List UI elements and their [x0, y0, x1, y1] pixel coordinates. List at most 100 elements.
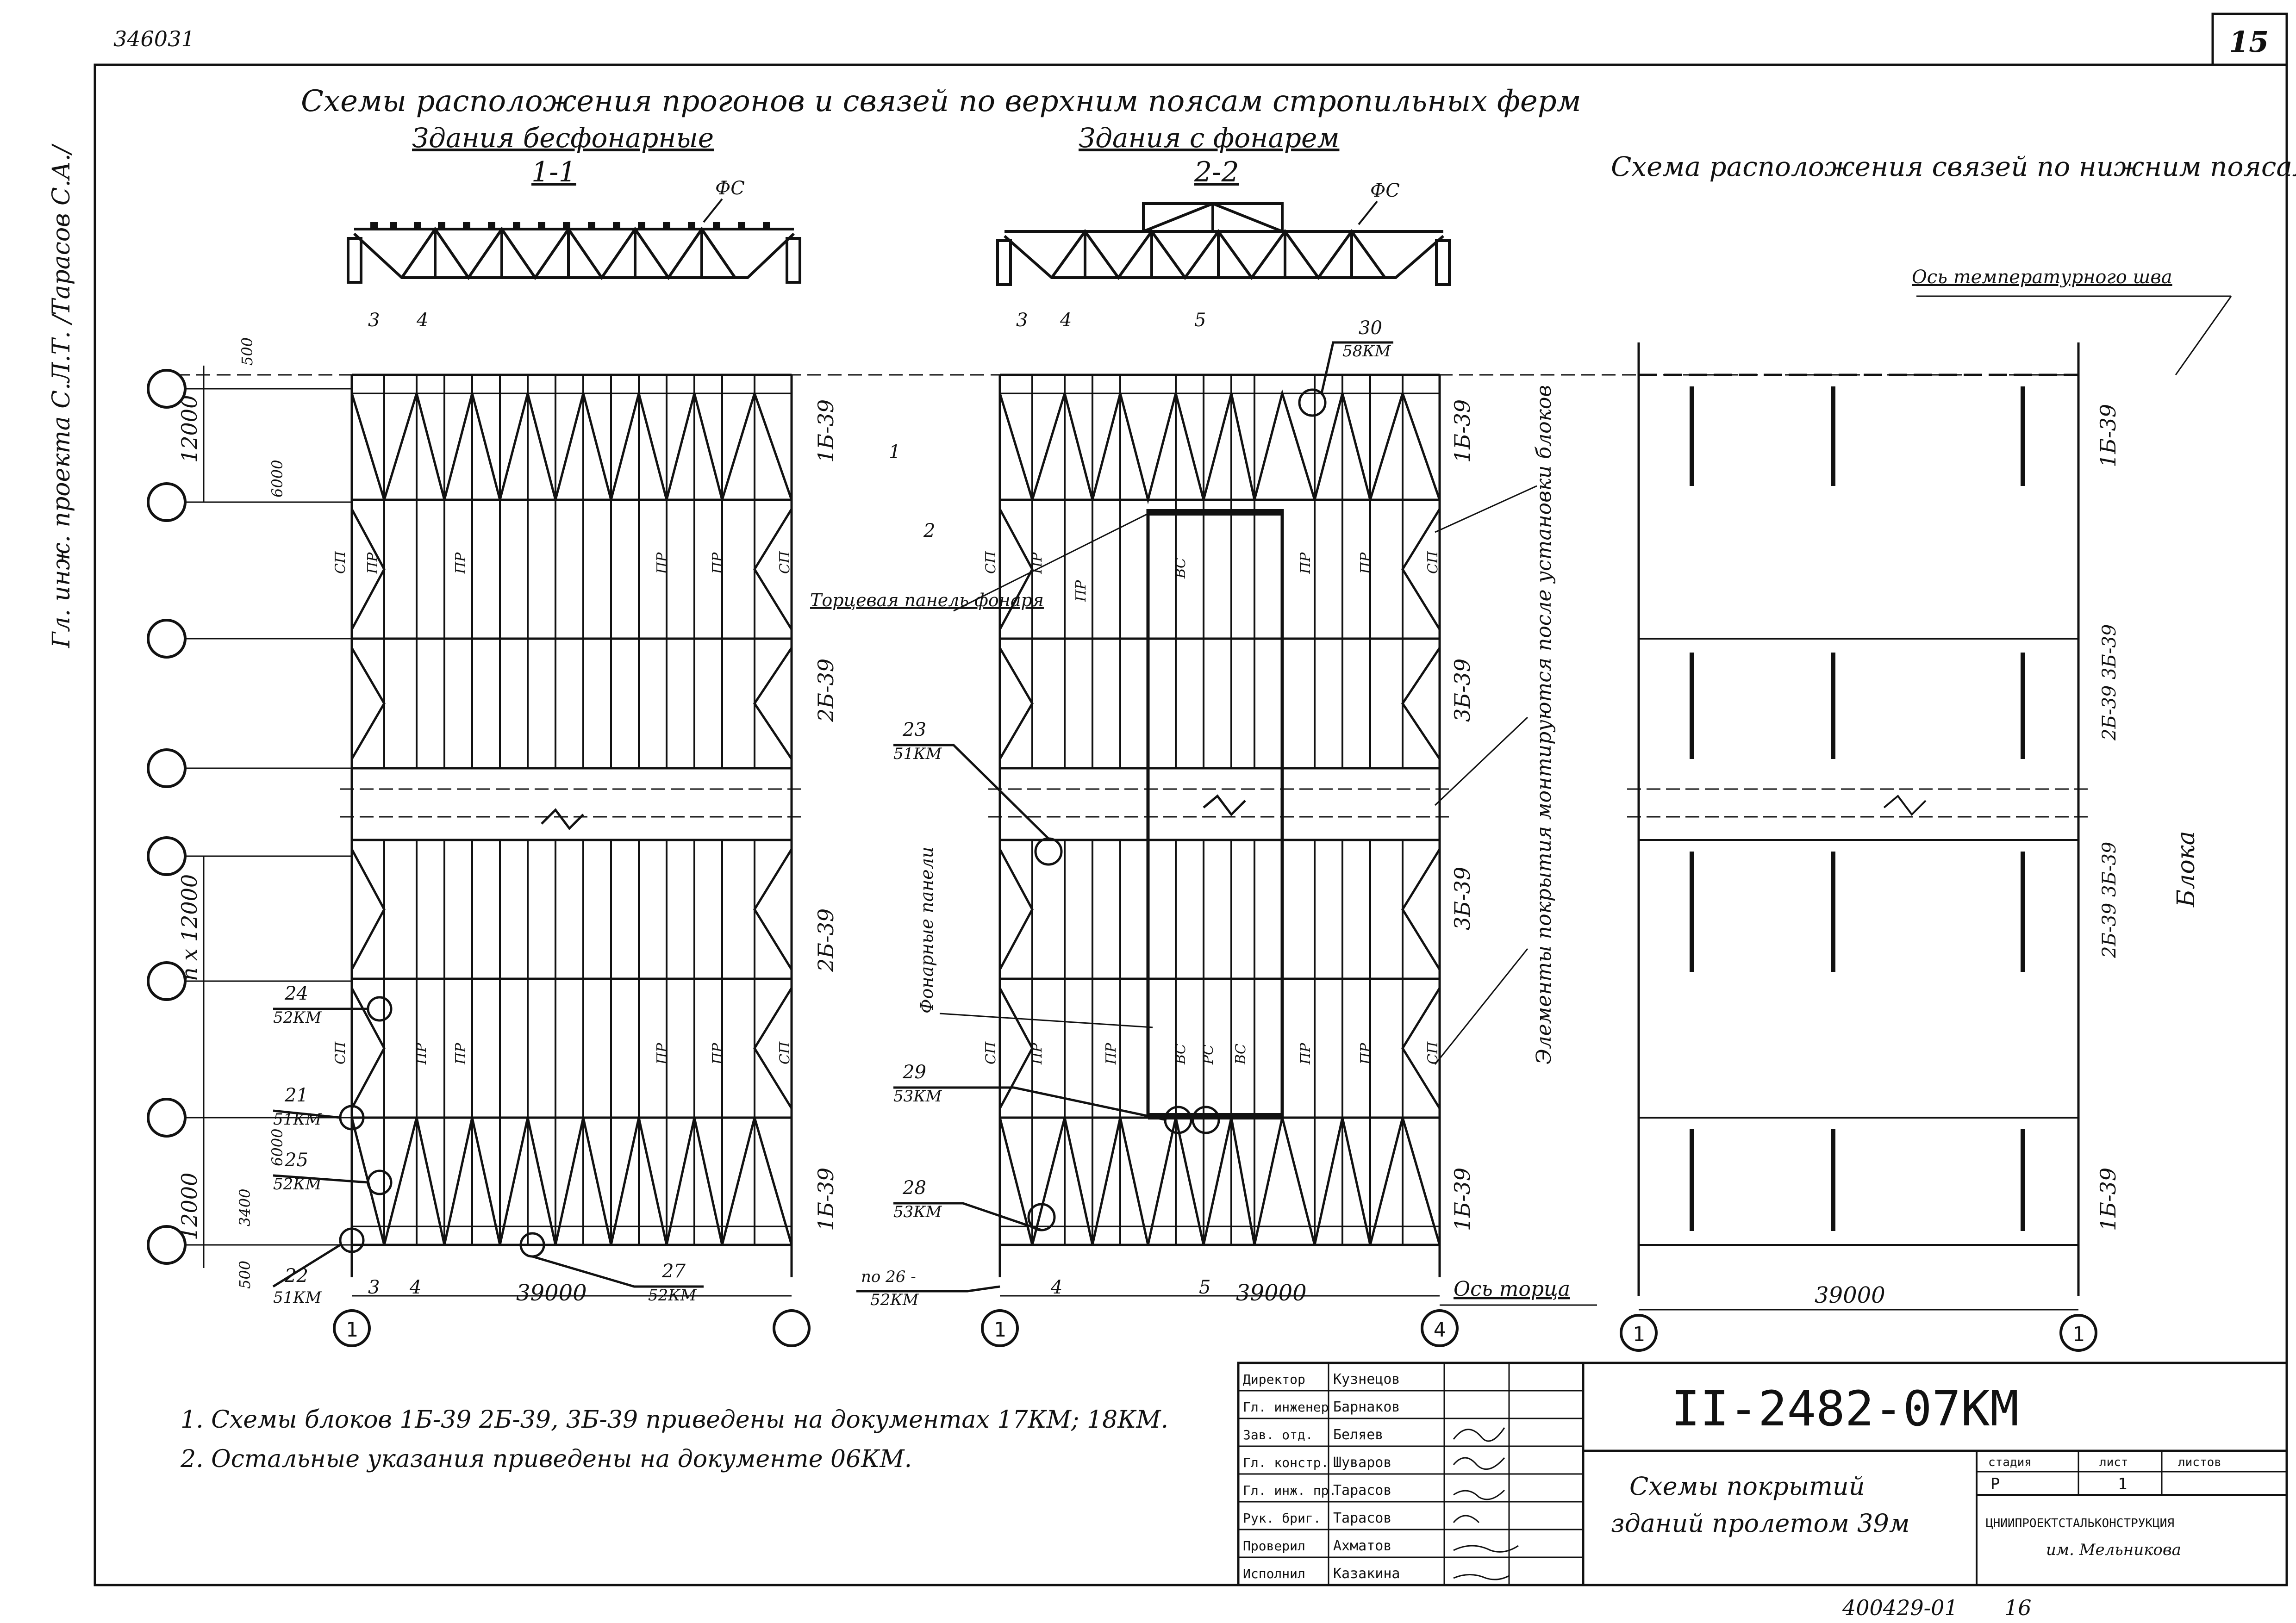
- dim-6000-bottom: 6000: [268, 1129, 286, 1166]
- note-1: 1. Схемы блоков 1Б-39 2Б-39, 3Б-39 приве…: [181, 1406, 1168, 1434]
- svg-text:2Б-39: 2Б-39: [813, 659, 838, 722]
- svg-text:ПР: ПР: [1358, 552, 1374, 574]
- person-name: Казакина: [1333, 1566, 1400, 1582]
- purlins-elevation-1-1: [370, 222, 770, 230]
- sheets-header: листов: [2178, 1455, 2221, 1469]
- svg-text:3Б-39: 3Б-39: [1450, 867, 1475, 930]
- org-subname: им. Мельникова: [2046, 1541, 2181, 1559]
- plan-3-grid: [1627, 342, 2088, 1296]
- svg-text:22: 22: [284, 1265, 308, 1287]
- svg-text:23: 23: [902, 719, 926, 740]
- svg-text:4: 4: [1050, 1277, 1062, 1298]
- svg-text:ПР: ПР: [365, 552, 381, 574]
- callout-labels: 30 58КМ 23 51КМ 24 52КМ 21 51КМ 25 52КМ …: [273, 317, 1391, 1309]
- svg-text:1: 1: [346, 1318, 358, 1342]
- svg-text:1: 1: [994, 1318, 1006, 1342]
- svg-text:24: 24: [284, 983, 308, 1004]
- role-label: Рук. бриг.: [1243, 1511, 1321, 1526]
- svg-text:51КМ: 51КМ: [893, 745, 942, 763]
- archive-code: 346031: [113, 26, 195, 51]
- svg-text:2Б-39 3Б-39: 2Б-39 3Б-39: [2099, 842, 2120, 958]
- person-name: Тарасов: [1333, 1510, 1391, 1526]
- annotation-lantern-panels: Фонарные панели: [917, 847, 937, 1014]
- svg-text:1: 1: [2072, 1323, 2085, 1346]
- svg-text:3: 3: [368, 310, 380, 331]
- svg-text:51КМ: 51КМ: [273, 1288, 322, 1307]
- axis-leaders-left: [185, 366, 352, 1268]
- annotation-end-panel: Торцевая панель фонаря: [810, 590, 1044, 610]
- span-dim-mid: 39000: [1236, 1280, 1307, 1306]
- role-label: Директор: [1243, 1372, 1305, 1387]
- svg-text:25: 25: [284, 1150, 308, 1171]
- bottom-page: 16: [2004, 1595, 2032, 1620]
- svg-text:51КМ: 51КМ: [273, 1110, 322, 1129]
- svg-text:30: 30: [1359, 317, 1382, 339]
- svg-text:СП: СП: [777, 551, 793, 574]
- svg-text:52КМ: 52КМ: [273, 1175, 322, 1194]
- svg-text:ПР: ПР: [1029, 1043, 1045, 1065]
- svg-text:1Б-39: 1Б-39: [1450, 399, 1475, 463]
- svg-text:28: 28: [902, 1177, 926, 1199]
- svg-text:ПР: ПР: [1029, 552, 1045, 574]
- svg-text:1Б-39: 1Б-39: [1450, 1168, 1475, 1231]
- svg-text:4: 4: [409, 1277, 421, 1298]
- annotation-mounted: Элементы покрытия монтируются после уста…: [1532, 385, 1556, 1064]
- member-labels: СП СП ПР ПР ПР ПР СП СП ПР ПР ПР ПР СП С…: [332, 551, 1441, 1065]
- svg-text:53КМ: 53КМ: [893, 1087, 942, 1106]
- svg-text:ПР: ПР: [710, 1043, 726, 1065]
- dim-n-12000: n x 12000: [177, 874, 202, 981]
- svg-text:3Б-39: 3Б-39: [1450, 659, 1475, 722]
- fc-label-mid: ФС: [1370, 180, 1400, 201]
- cut-marks: 3 4 3 4 5 1 2 3 4 4 5: [368, 310, 1210, 1298]
- svg-text:ПР: ПР: [453, 552, 469, 574]
- section-1-1-label: 1-1: [531, 156, 576, 188]
- svg-text:ПР: ПР: [453, 1043, 469, 1065]
- svg-text:СП: СП: [777, 1041, 793, 1064]
- svg-text:ПР: ПР: [654, 1043, 670, 1065]
- left-subtitle: Здания бесфонарные: [412, 122, 714, 154]
- svg-text:53КМ: 53КМ: [893, 1203, 942, 1221]
- svg-text:СП: СП: [983, 551, 999, 574]
- span-dim-right: 39000: [1815, 1282, 1885, 1308]
- dim-12000-bottom: 12000: [177, 1173, 202, 1240]
- axis-bubbles-bottom: [333, 1309, 2097, 1352]
- plan-2-bracing: [998, 389, 1441, 1245]
- dim-12000-top: 12000: [177, 395, 202, 463]
- plan-1-purlins: [383, 375, 755, 1245]
- sheet-value: 1: [2118, 1475, 2127, 1493]
- drawing-title-line-1: Схемы покрытий: [1629, 1472, 1865, 1501]
- svg-text:ПР: ПР: [413, 1043, 430, 1065]
- svg-text:1Б-39: 1Б-39: [813, 1168, 838, 1231]
- stage-header: стадия: [1988, 1455, 2032, 1469]
- role-label: Гл. инженер: [1243, 1399, 1329, 1415]
- svg-text:ПР: ПР: [1298, 1043, 1314, 1065]
- svg-text:Блока: Блока: [2172, 831, 2200, 908]
- annotation-thermal-axis: Ось температурного шва: [1912, 267, 2172, 288]
- svg-text:52КМ: 52КМ: [870, 1291, 919, 1309]
- annotation-end-axis: Ось торца: [1454, 1277, 1570, 1301]
- svg-text:1Б-39: 1Б-39: [813, 399, 838, 463]
- svg-text:СП: СП: [332, 1041, 349, 1064]
- span-dim-left: 39000: [516, 1280, 587, 1306]
- axis-bubbles-left: [147, 369, 187, 1265]
- person-name: Кузнецов: [1333, 1371, 1400, 1387]
- svg-text:ПР: ПР: [1073, 580, 1089, 602]
- role-label: Проверил: [1243, 1538, 1305, 1554]
- svg-text:по 26 -: по 26 -: [861, 1268, 916, 1286]
- stage-value: Р: [1990, 1475, 2000, 1493]
- section-2-2-label: 2-2: [1194, 156, 1239, 188]
- svg-text:ПР: ПР: [1358, 1043, 1374, 1065]
- svg-text:ПР: ПР: [1298, 552, 1314, 574]
- span-dimension-lines: [352, 1295, 2078, 1311]
- svg-text:ВС: ВС: [1173, 1044, 1189, 1065]
- role-label: Гл. констр.: [1243, 1455, 1329, 1470]
- axis-bubble-labels: 1 1 4 1 1: [346, 1318, 2085, 1346]
- side-signature-note: Гл. инж. проекта С.Л.Т. /Тарасов С.А./: [48, 143, 75, 648]
- svg-text:СП: СП: [983, 1041, 999, 1064]
- svg-text:29: 29: [902, 1062, 926, 1083]
- sheet-frame: [94, 12, 2288, 1586]
- svg-text:5: 5: [1194, 310, 1206, 331]
- right-title: Схема расположения связей по нижним пояс…: [1611, 151, 2296, 182]
